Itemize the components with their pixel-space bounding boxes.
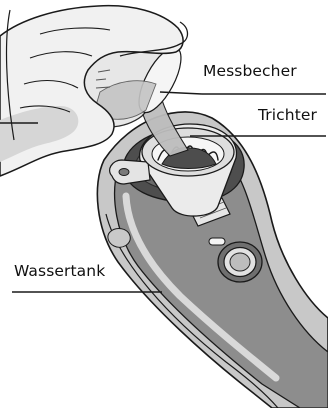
funnel-handle-hole: [119, 169, 129, 176]
device-side-tab: [108, 229, 130, 248]
power-button: [218, 242, 262, 282]
callout-trichter: Trichter: [258, 108, 317, 124]
callout-wassertank: Wassertank: [14, 264, 105, 280]
funnel-handle: [110, 160, 150, 184]
callout-messbecher: Messbecher: [203, 64, 297, 80]
indicator-light: [209, 238, 225, 245]
